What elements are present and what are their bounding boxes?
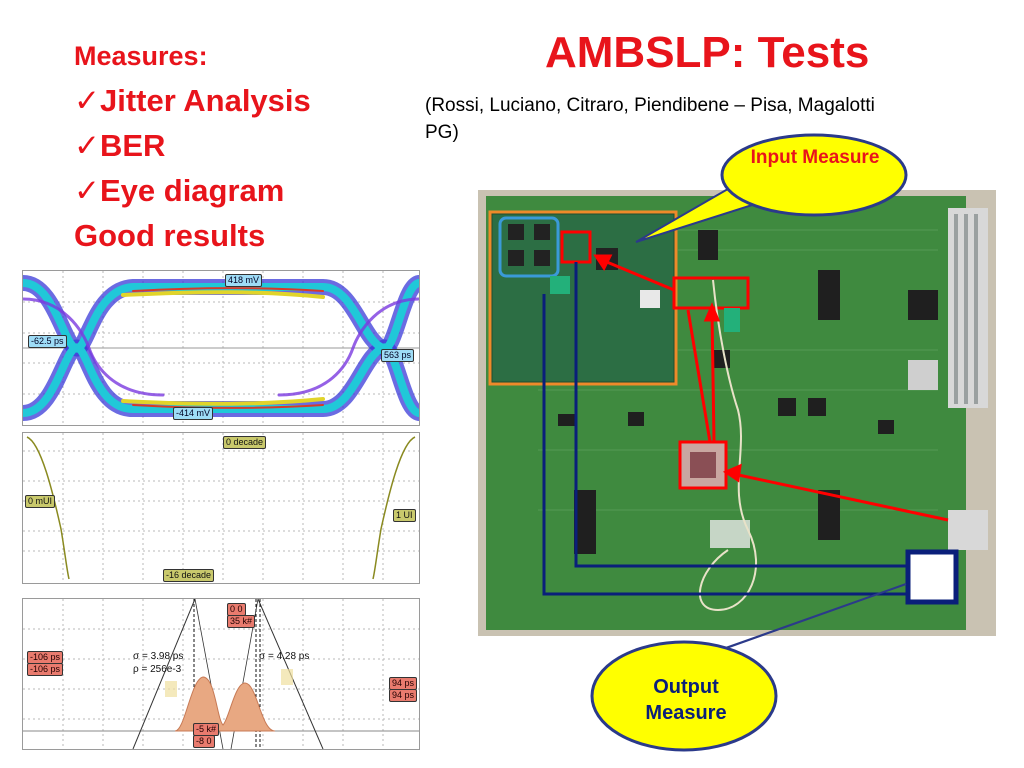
eye-diagram-panel: 418 mV -414 mV -62.5 ps 563 ps: [22, 270, 420, 426]
ber-left-tag: 0 mUI: [25, 495, 56, 508]
hist-sigma-left: σ = 3.98 ps: [133, 651, 184, 662]
pcb-board-illustration: [478, 190, 996, 636]
ber-top-tag: 0 decade: [223, 436, 267, 449]
measures-summary: Good results: [74, 218, 266, 253]
hist-top-tag-2: 35 k#: [227, 615, 256, 628]
hist-bottom-tag-2: -8 0: [193, 735, 215, 748]
output-measure-label: Output Measure: [645, 676, 727, 724]
eye-bottom-amplitude-tag: -414 mV: [173, 407, 214, 420]
measure-item-ber: ✓BER: [74, 123, 311, 168]
ber-bathtub-panel: 0 decade -16 decade 0 mUI 1 UI: [22, 432, 420, 584]
eye-diagram-plot: [23, 271, 419, 425]
checkmark-icon: ✓: [74, 83, 100, 118]
hist-left-tag-2: -106 ps: [27, 663, 64, 676]
hist-right-tag-2: 94 ps: [389, 689, 418, 702]
eye-top-amplitude-tag: 418 mV: [225, 274, 263, 287]
eye-right-time-tag: 563 ps: [381, 349, 415, 362]
jitter-histogram-panel: 0 0 35 k# -106 ps -106 ps 94 ps 94 ps σ …: [22, 598, 420, 750]
measures-header: Measures:: [74, 41, 208, 71]
measure-item-label: Eye diagram: [99, 173, 285, 208]
ber-bottom-tag: -16 decade: [163, 569, 215, 582]
measures-list: Measures: ✓Jitter Analysis ✓BER ✓Eye dia…: [74, 40, 311, 258]
measure-item-eye: ✓Eye diagram: [74, 168, 311, 213]
output-measure-callout: Output Measure: [616, 674, 756, 726]
ber-right-tag: 1 UI: [393, 509, 416, 522]
hist-sigma-right: σ = 4.28 ps: [259, 651, 310, 662]
input-measure-label: Input Measure: [750, 147, 880, 168]
output-callout-shape: [590, 583, 907, 752]
input-measure-callout: Input Measure: [730, 146, 900, 170]
slide-authors: (Rossi, Luciano, Citraro, Piendibene – P…: [425, 95, 875, 143]
hist-rho: ρ = 256e-3: [133, 664, 182, 675]
measure-item-label: BER: [99, 128, 166, 163]
pcb-board-photo: [478, 190, 996, 636]
input-callout-shape: [635, 133, 908, 243]
ber-bathtub-plot: [23, 433, 419, 583]
eye-left-time-tag: -62.5 ps: [28, 335, 67, 348]
slide-title: AMBSLP: Tests: [545, 28, 870, 77]
jitter-histogram-plot: [23, 599, 419, 749]
checkmark-icon: ✓: [74, 173, 100, 208]
measure-item-label: Jitter Analysis: [99, 83, 311, 118]
measure-item-jitter: ✓Jitter Analysis: [74, 78, 311, 123]
checkmark-icon: ✓: [74, 128, 100, 163]
